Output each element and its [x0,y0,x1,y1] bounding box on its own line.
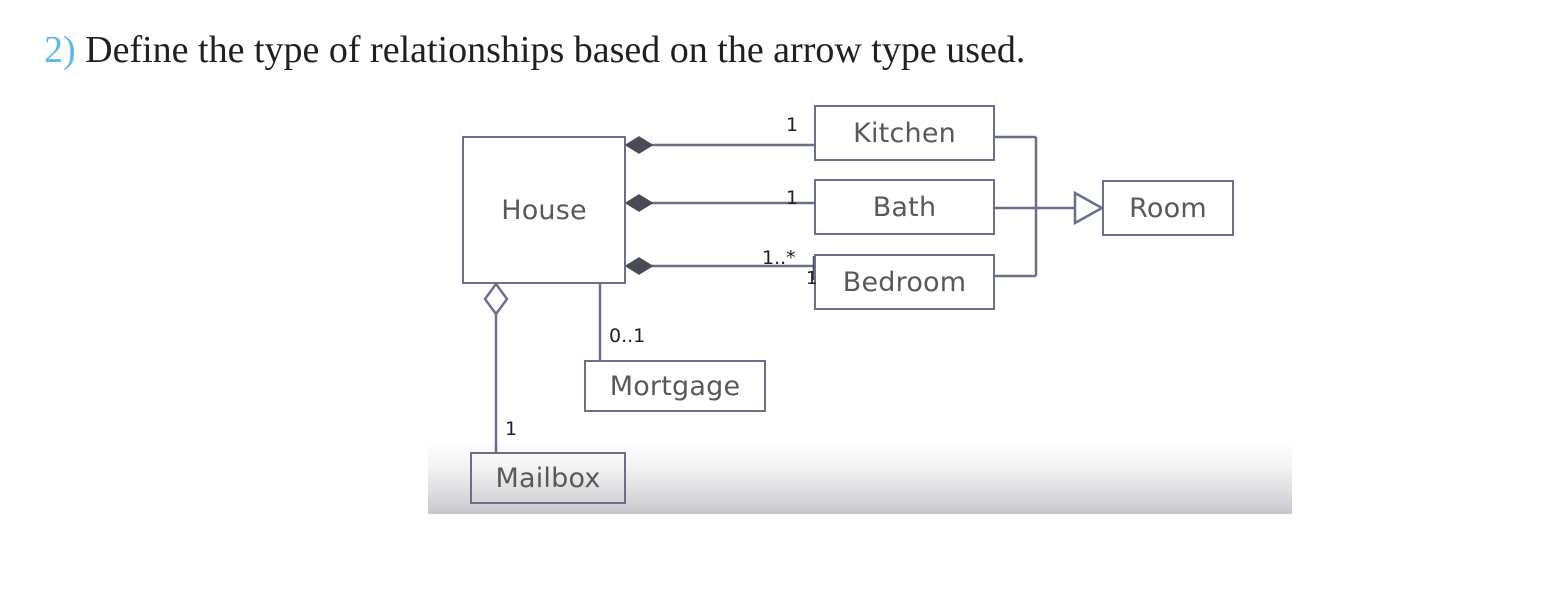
uml-class-diagram: House Kitchen Bath Bedroom Room Mortgage… [0,90,1546,530]
multiplicity-label-bath: 1 [786,187,799,209]
filled-diamond-icon-bath [624,194,654,212]
class-box-bath[interactable]: Bath [814,179,995,235]
question-text: Define the type of relationships based o… [75,29,1026,71]
class-box-house[interactable]: House [462,136,626,284]
class-box-mailbox[interactable]: Mailbox [470,452,626,504]
filled-diamond-icon-kitchen [624,136,654,154]
diagram-connectors [483,135,1105,452]
class-box-mortgage[interactable]: Mortgage [584,360,766,412]
multiplicity-label-bedroom: 1..* [762,247,796,269]
filled-diamond-icon-bedroom [624,257,654,275]
hollow-diamond-icon-mailbox [483,281,509,317]
hollow-triangle-icon-room [1073,190,1105,226]
question-number: 2) [44,29,76,71]
class-box-room[interactable]: Room [1102,180,1234,236]
multiplicity-label-kitchen: 1 [786,114,799,136]
multiplicity-label-mortgage: 0..1 [609,325,646,347]
class-box-bedroom[interactable]: Bedroom [814,254,995,310]
multiplicity-label-mailbox: 1 [505,418,518,440]
page-title: 2) Define the type of relationships base… [44,24,1025,76]
class-box-kitchen[interactable]: Kitchen [814,105,995,161]
multiplicity-label-bedroom-end: 1 [806,268,818,289]
